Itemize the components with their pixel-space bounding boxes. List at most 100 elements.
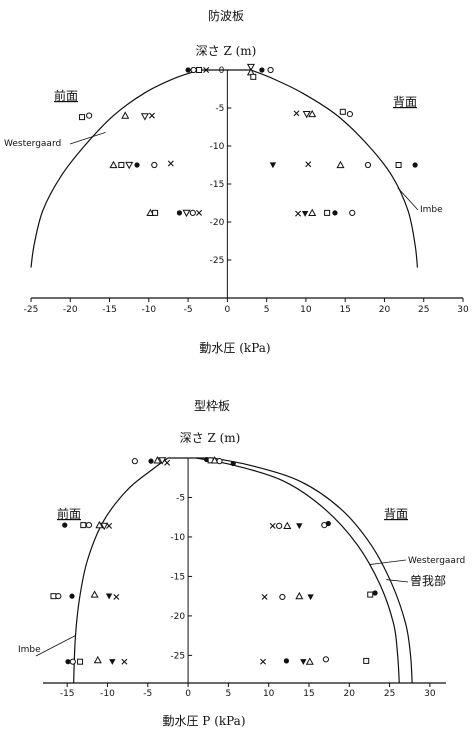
chart2-sogabe-leader xyxy=(386,579,409,583)
chart1-marker-square xyxy=(395,162,402,168)
chart2-marker-tri-down xyxy=(158,457,167,465)
chart1-marker-tri-down xyxy=(140,113,149,121)
chart2-marker-cross xyxy=(106,522,113,529)
chart1-x-tick-label: 25 xyxy=(418,305,429,315)
chart1-marker-square xyxy=(196,67,203,73)
chart2-marker-triangle xyxy=(210,456,219,464)
chart2-y-tick-label: -5 xyxy=(176,493,185,503)
chart2-marker-filled-tri-down xyxy=(307,594,314,601)
chart1-x-tick-label: -5 xyxy=(184,305,193,315)
chart2-marker-filled-tri-down xyxy=(300,659,307,665)
chart2-marker-filled-circle xyxy=(148,458,154,464)
chart1-marker-cross xyxy=(196,209,203,216)
chart1-marker-cross xyxy=(148,112,155,119)
chart2-marker-tri-down xyxy=(100,522,109,531)
chart2-y-tick-label: -10 xyxy=(170,533,185,543)
chart1-marker-cross xyxy=(203,67,210,73)
chart2-curve-sogabe xyxy=(212,457,413,684)
chart1-marker-circle xyxy=(189,209,196,216)
chart1-marker-filled-circle xyxy=(134,162,140,168)
chart1-westergaard-leader xyxy=(69,131,106,145)
chart2-marker-filled-circle xyxy=(69,593,75,599)
chart2-marker-circle xyxy=(216,458,223,465)
chart1-marker-tri-down xyxy=(302,110,311,119)
chart1-marker-filled-circle xyxy=(332,210,338,216)
chart1-y-tick-label: 0 xyxy=(219,66,225,76)
chart2-marker-filled-circle xyxy=(372,590,378,596)
chart1-marker-filled-circle xyxy=(176,210,183,216)
chart2-marker-cross xyxy=(164,459,171,466)
chart2-y-tick-label: -20 xyxy=(170,612,185,622)
chart1-westergaard-note: Westergaard xyxy=(4,139,61,149)
chart2-marker-triangle xyxy=(90,590,99,598)
chart1-marker-circle xyxy=(346,110,353,118)
chart2-ylabel: 深さ Z (m) xyxy=(180,431,241,445)
chart2-marker-filled-circle xyxy=(230,460,236,467)
chart1-imbe-leader xyxy=(397,187,419,211)
chart1-x-tick-label: -25 xyxy=(24,305,39,315)
chart1-marker-square xyxy=(152,209,159,216)
chart2-marker-triangle xyxy=(305,657,314,665)
chart2-x-tick-label: 15 xyxy=(303,689,314,699)
chart1-marker-tri-down xyxy=(182,209,191,218)
chart1-marker-triangle xyxy=(109,160,118,169)
chart2-marker-square xyxy=(80,522,87,529)
chart1-y-tick-label: -10 xyxy=(210,142,225,152)
chart1-y-tick-label: -25 xyxy=(210,256,225,266)
chart1-front-label: 前面 xyxy=(54,88,78,103)
chart2-marker-filled-circle xyxy=(325,520,331,527)
chart2-x-tick-label: -5 xyxy=(143,689,152,699)
chart2-front-label: 前面 xyxy=(57,506,81,521)
chart2-marker-filled-tri-down xyxy=(296,523,303,530)
chart2-marker-square xyxy=(77,658,84,665)
chart2-marker-circle xyxy=(131,458,138,465)
chart2-westergaard-leader xyxy=(369,559,407,565)
chart1-marker-circle xyxy=(151,161,158,169)
chart2-imbe-note: Imbe xyxy=(18,645,41,655)
chart1-curve-westergaard xyxy=(30,69,201,268)
chart1-x-tick-label: -20 xyxy=(63,305,78,315)
chart2-marker-triangle xyxy=(93,655,102,664)
chart1-y-tick-label: -20 xyxy=(210,218,225,228)
chart1-marker-square xyxy=(250,73,257,80)
chart2-sogabe-note: 曽我部 xyxy=(410,573,446,588)
chart1-marker-circle xyxy=(349,209,356,216)
chart1-back-label: 背面 xyxy=(393,95,417,109)
chart1-marker-filled-tri-down xyxy=(301,211,309,217)
chart2-x-tick-label: 25 xyxy=(384,689,395,699)
chart2-marker-filled-tri-down xyxy=(105,593,113,600)
chart1-marker-triangle xyxy=(336,160,345,169)
chart2-marker-filled-circle xyxy=(283,658,290,664)
chart1-y-tick-label: -15 xyxy=(210,180,225,190)
chart1-x-tick-label: -15 xyxy=(102,305,117,315)
chart2-x-tick-label: 20 xyxy=(344,689,356,699)
chart1-marker-circle xyxy=(267,66,274,74)
chart2-xlabel: 動水圧 P (kPa) xyxy=(162,714,245,728)
chart1-xlabel: 動水圧 (kPa) xyxy=(199,341,270,355)
chart2-back-label: 背面 xyxy=(384,507,408,521)
chart1-marker-triangle xyxy=(308,109,317,118)
chart2-title: 型枠板 xyxy=(194,399,230,413)
chart1-marker-triangle xyxy=(146,208,155,216)
chart2-marker-cross xyxy=(121,658,128,665)
chart1-marker-filled-tri-down xyxy=(269,162,277,169)
chart2-curve-westergaard xyxy=(196,457,400,684)
chart1-marker-tri-down xyxy=(125,161,134,170)
chart1-title: 防波板 xyxy=(208,8,244,23)
chart1-marker-filled-circle xyxy=(185,67,191,73)
chart1-marker-tri-down xyxy=(246,63,255,72)
chart2-marker-circle xyxy=(85,522,93,529)
chart1-marker-cross xyxy=(295,210,302,217)
chart2-marker-circle xyxy=(279,593,286,601)
chart1-marker-square xyxy=(324,209,331,216)
chart2-x-tick-label: -15 xyxy=(60,689,75,699)
chart2-marker-cross xyxy=(269,522,276,529)
chart2-marker-circle xyxy=(69,658,76,665)
chart2-x-tick-label: 5 xyxy=(226,689,232,699)
chart1-marker-circle xyxy=(86,112,93,119)
chart1-imbe-note: Imbe xyxy=(420,205,443,215)
chart1-x-tick-label: -10 xyxy=(141,305,156,315)
chart1-marker-filled-circle xyxy=(259,67,265,73)
